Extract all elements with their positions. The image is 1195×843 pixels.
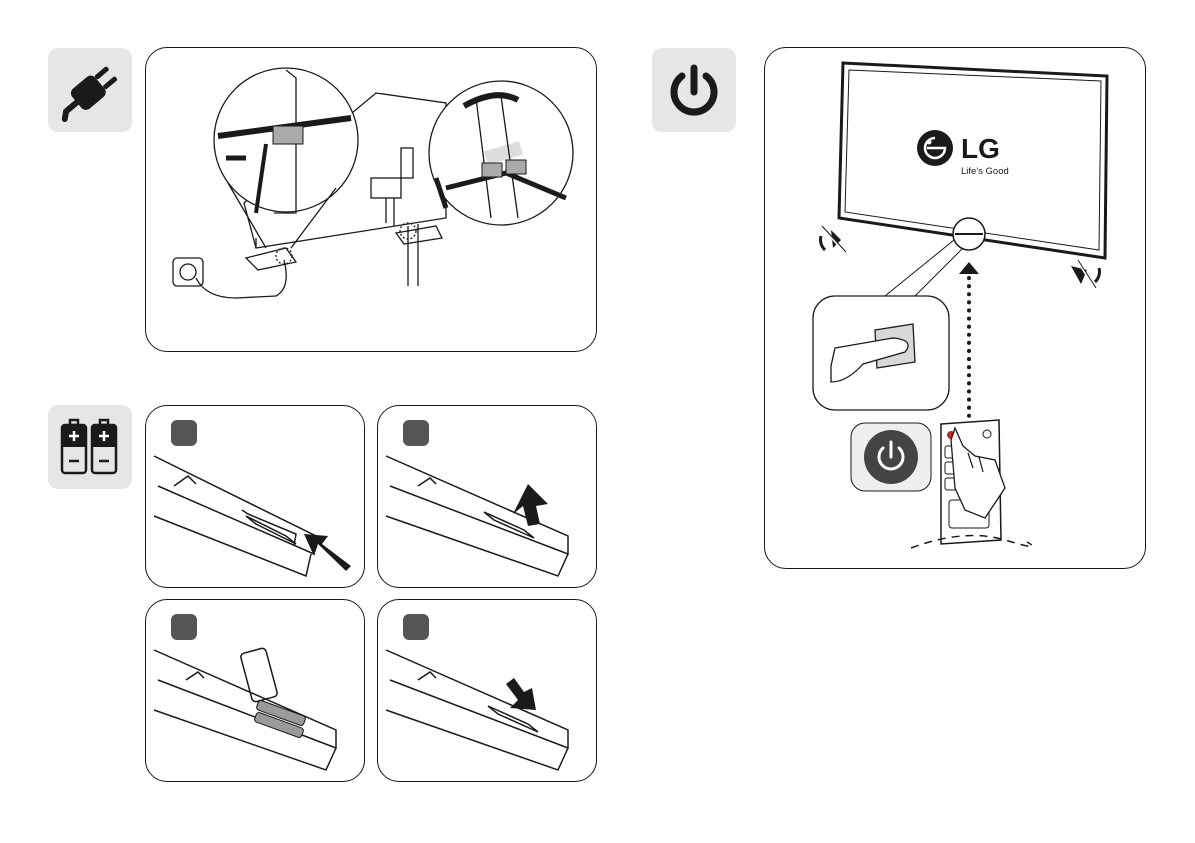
plug-icon-tile <box>48 48 132 132</box>
battery-step-2-panel <box>377 405 597 588</box>
remote-press-illustration <box>146 406 365 588</box>
tv-back-illustration <box>146 48 597 352</box>
power-icon-tile <box>652 48 736 132</box>
lg-brand-text: LG <box>961 133 1000 164</box>
remote-close-cover-illustration <box>378 600 597 782</box>
lg-logo <box>917 130 953 166</box>
tv-front-illustration: LG Life's Good <box>765 48 1146 569</box>
remote-slide-cover-illustration <box>378 406 597 588</box>
remote-insert-batteries-illustration <box>146 600 365 782</box>
battery-icon-tile <box>48 405 132 489</box>
battery-step-3-panel <box>145 599 365 782</box>
battery-step-4-panel <box>377 599 597 782</box>
battery-icon <box>48 405 132 489</box>
lg-tagline-text: Life's Good <box>961 166 1009 177</box>
battery-step-1-panel <box>145 405 365 588</box>
cable-management-panel <box>145 47 597 352</box>
power-on-panel: LG Life's Good <box>764 47 1146 569</box>
signal-blocked-right-icon <box>1071 260 1100 288</box>
power-icon <box>652 48 736 132</box>
plug-icon <box>48 48 132 132</box>
signal-blocked-left-icon <box>820 226 846 252</box>
